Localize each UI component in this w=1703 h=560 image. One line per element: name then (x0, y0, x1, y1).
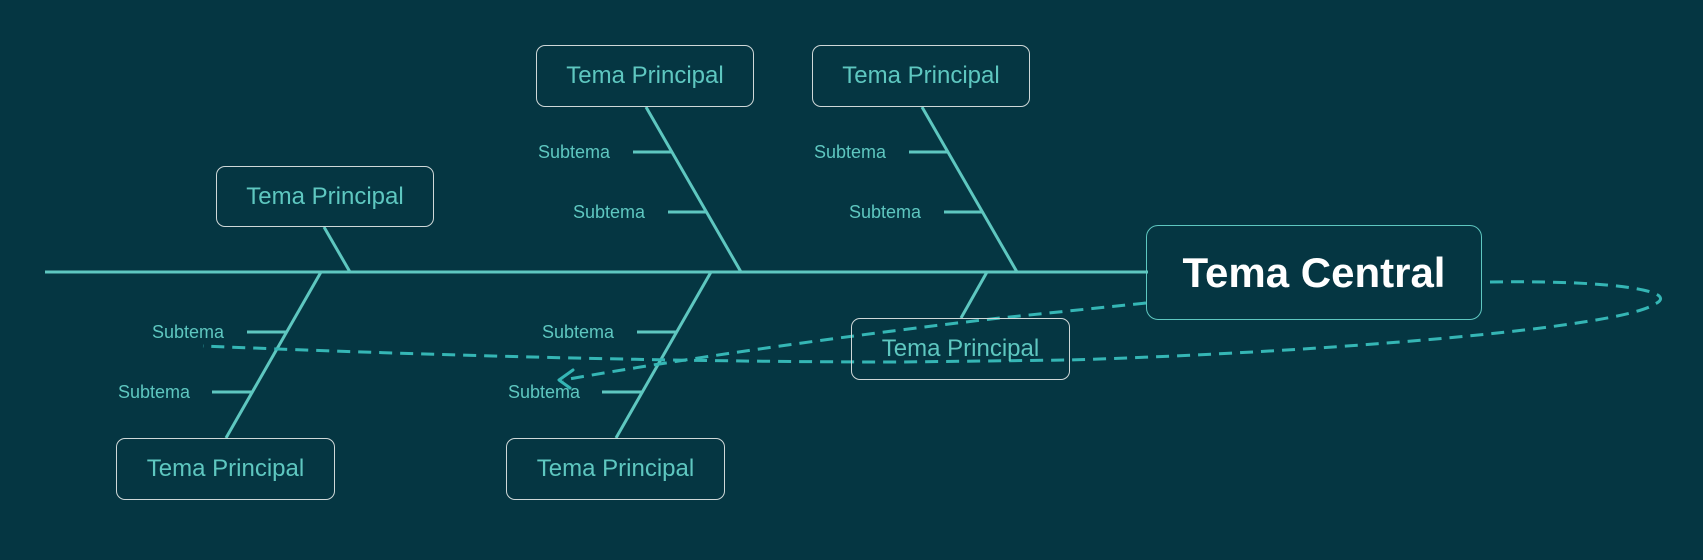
bone-top-2 (644, 106, 743, 273)
bone-bottom-3 (959, 271, 989, 319)
bone-top-3 (920, 106, 1019, 273)
arrowhead-icon (557, 368, 575, 390)
main-topic-bottom-2[interactable]: Tema Principal (506, 438, 725, 500)
bone-top-1 (322, 226, 352, 273)
main-topic-top-3[interactable]: Tema Principal (812, 45, 1030, 107)
main-topic-label: Tema Principal (842, 62, 1000, 89)
main-topic-bottom-1[interactable]: Tema Principal (116, 438, 335, 500)
subtopic[interactable]: Subtema (152, 322, 225, 342)
subtopic[interactable]: Subtema (814, 142, 887, 162)
bone-bottom-1 (224, 271, 323, 439)
relationship-curve-arrow-line[interactable] (562, 301, 1147, 382)
subtopic[interactable]: Subtema (573, 202, 646, 222)
main-topic-top-1[interactable]: Tema Principal (216, 166, 434, 227)
relationship-curve[interactable] (202, 280, 1663, 364)
main-topic-label: Tema Principal (881, 335, 1040, 362)
subtopic[interactable]: Subtema (542, 322, 615, 342)
subtopic[interactable]: Subtema (849, 202, 922, 222)
subtopic[interactable]: Subtema (118, 382, 191, 402)
central-topic[interactable]: Tema Central (1146, 225, 1482, 320)
subtopic[interactable]: Subtema (538, 142, 611, 162)
main-topic-bottom-3[interactable]: Tema Principal (851, 318, 1070, 380)
bone-bottom-2 (614, 271, 713, 439)
central-topic-label: Tema Central (1182, 248, 1446, 296)
main-topic-label: Tema Principal (146, 455, 305, 482)
main-topic-label: Tema Principal (566, 62, 724, 89)
main-topic-top-2[interactable]: Tema Principal (536, 45, 754, 107)
main-topic-label: Tema Principal (536, 455, 695, 482)
main-topic-label: Tema Principal (246, 182, 404, 210)
subtopic[interactable]: Subtema (508, 382, 581, 402)
